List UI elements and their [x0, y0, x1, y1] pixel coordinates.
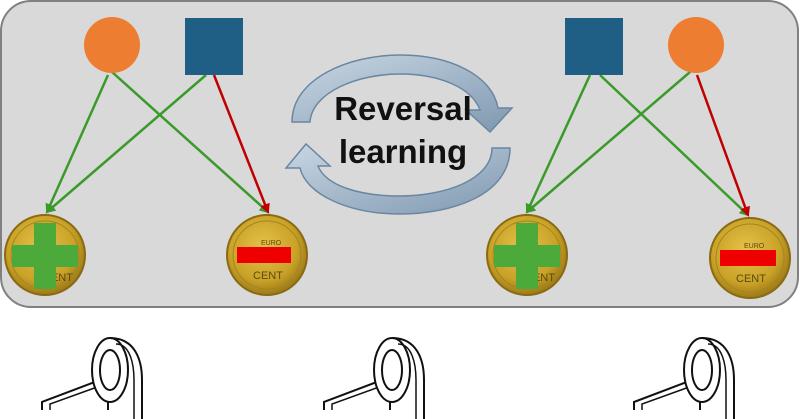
- mri-scanner-icon: [323, 337, 425, 419]
- right-task-group: EURO CENT EURO CENT: [486, 17, 791, 299]
- left-task-group: EURO CENT EURO CENT: [4, 17, 308, 296]
- square-stimulus: [185, 18, 243, 75]
- task-panel: [0, 0, 799, 308]
- minus-sign-icon: [237, 247, 291, 263]
- coin-cent-text: CENT: [736, 273, 766, 285]
- reward-coin-plus: EURO CENT: [4, 214, 86, 296]
- loss-coin-minus: EURO CENT: [226, 214, 308, 296]
- circle-stimulus: [84, 17, 140, 73]
- arrow-circle-to-minus: [111, 71, 270, 214]
- square-stimulus: [565, 18, 623, 75]
- mri-scanner-icon: [633, 337, 735, 419]
- loss-coin-minus: EURO CENT: [709, 217, 791, 299]
- learning-label: learning: [339, 133, 467, 170]
- reversal-label: Reversal: [334, 90, 472, 127]
- cycle-arrow-bottom: [284, 142, 511, 215]
- arrow-square-to-minus: [599, 74, 750, 217]
- reward-coin-plus: EURO CENT: [486, 214, 568, 296]
- arrow-circle-to-plus: [525, 71, 691, 214]
- arrow-square-to-plus: [45, 74, 207, 214]
- plus-sign-icon: [12, 223, 78, 289]
- cycle-arrows-icon: [284, 54, 514, 215]
- arrow-square-to-minus: [212, 74, 270, 214]
- cycle-arrow-top: [291, 54, 514, 134]
- mri-scanner-icon: [41, 337, 143, 419]
- plus-sign-icon: [494, 223, 560, 289]
- minus-sign-icon: [720, 250, 776, 266]
- coin-euro-text: EURO: [261, 240, 282, 247]
- circle-stimulus: [668, 17, 724, 73]
- arrow-square-to-plus: [525, 74, 592, 214]
- coin-cent-text: CENT: [253, 270, 283, 282]
- arrow-circle-to-plus: [45, 74, 110, 214]
- coin-euro-text: EURO: [744, 243, 765, 250]
- arrow-circle-to-minus: [695, 74, 750, 217]
